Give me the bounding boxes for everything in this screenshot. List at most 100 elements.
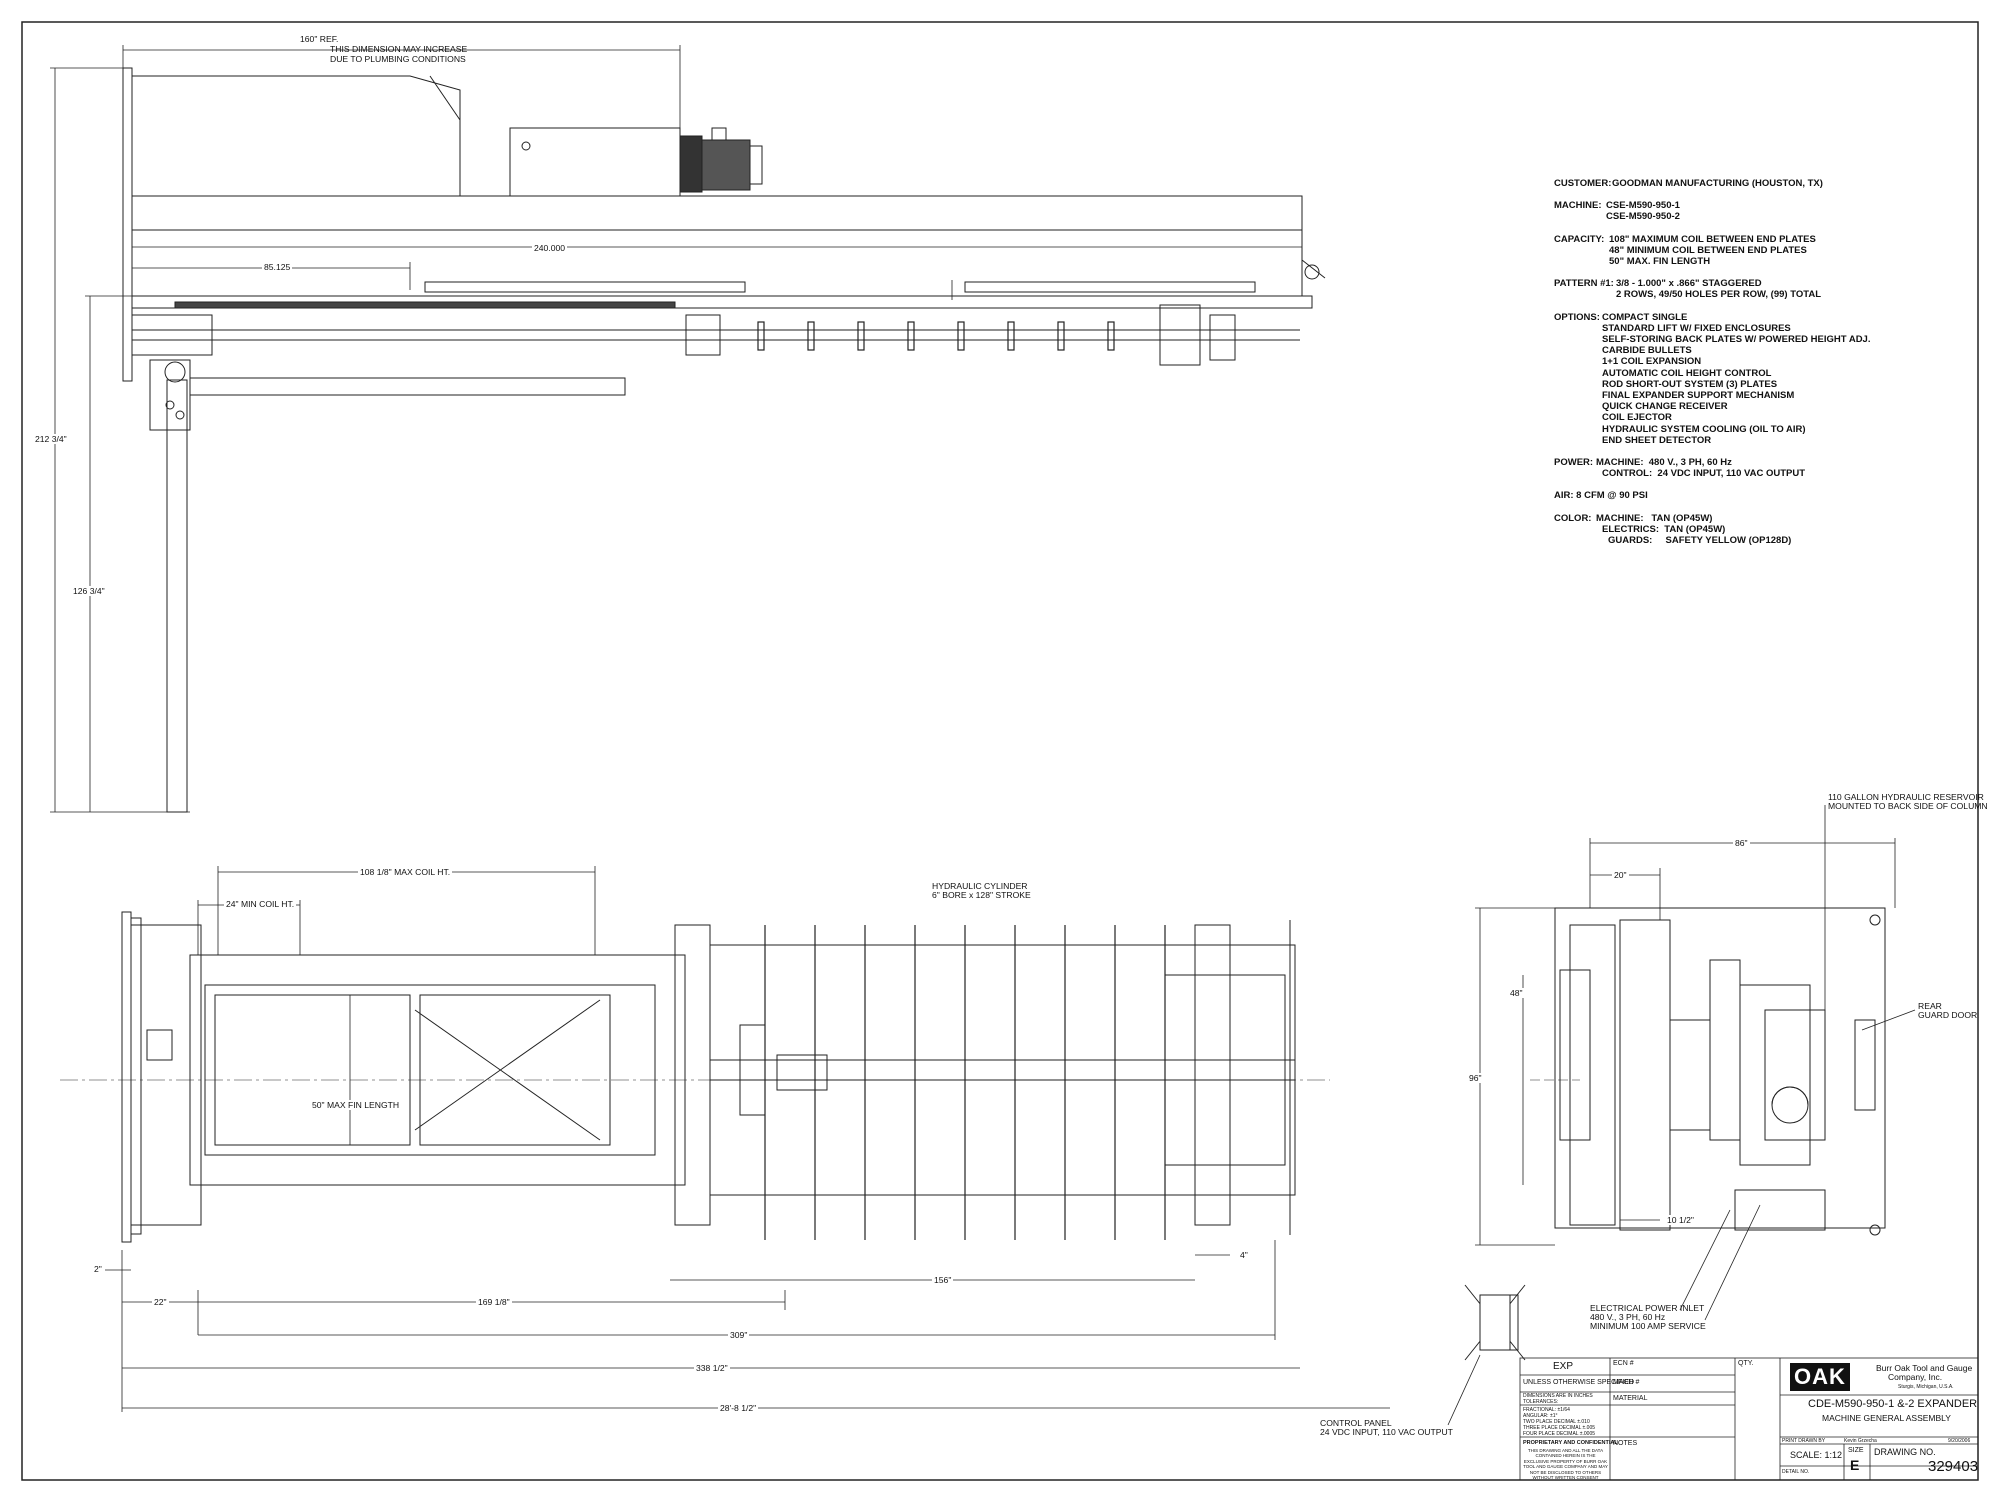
option-item: SELF-STORING BACK PLATES W/ POWERED HEIG… bbox=[1602, 334, 1871, 346]
title-block-frame bbox=[1519, 1357, 1979, 1481]
dim-fin-length: 50" MAX FIN LENGTH bbox=[310, 1100, 402, 1110]
company-name-1: Burr Oak Tool and Gauge bbox=[1876, 1363, 1973, 1373]
power-inlet-note-3: MINIMUM 100 AMP SERVICE bbox=[1590, 1321, 1706, 1331]
sheet-size: E bbox=[1850, 1457, 1860, 1473]
power-inlet-note-2: 480 V., 3 PH, 60 Hz bbox=[1590, 1312, 1666, 1322]
option-item: COIL EJECTOR bbox=[1602, 412, 1672, 424]
option-item: ROD SHORT-OUT SYSTEM (3) PLATES bbox=[1602, 378, 1778, 390]
color-value-3: GUARDS: SAFETY YELLOW (OP128D) bbox=[1608, 535, 1792, 547]
unless-specified: UNLESS OTHERWISE SPECIFIED bbox=[1523, 1379, 1635, 1386]
dim-2: 2" bbox=[92, 1264, 104, 1274]
option-item: COMPACT SINGLE bbox=[1602, 311, 1688, 323]
option-item: END SHEET DETECTOR bbox=[1602, 434, 1712, 446]
capacity-value-3: 50" MAX. FIN LENGTH bbox=[1609, 256, 1711, 268]
material-label: MATERIAL bbox=[1613, 1395, 1648, 1402]
plan-view bbox=[60, 911, 1330, 1243]
dim-28ft: 28'-8 1/2" bbox=[718, 1403, 759, 1413]
drawing-title-1: CDE-M590-950-1 &-2 EXPANDER bbox=[1808, 1398, 1978, 1410]
side-elevation-view bbox=[122, 67, 1326, 813]
dim-85: 85.125 bbox=[262, 262, 293, 272]
option-item: STANDARD LIFT W/ FIXED ENCLOSURES bbox=[1602, 322, 1791, 334]
proprietary-label: PROPRIETARY AND CONFIDENTIAL bbox=[1523, 1440, 1618, 1446]
tol-fractional: FRACTIONAL: ±1/64 bbox=[1523, 1407, 1570, 1413]
rear-door-note-1: REAR bbox=[1918, 1001, 1942, 1011]
machine-value-2: CSE-M590-950-2 bbox=[1606, 211, 1680, 223]
qty-label: QTY. bbox=[1738, 1360, 1754, 1367]
machine-value-1: CSE-M590-950-1 bbox=[1606, 200, 1680, 212]
air-spec: AIR: 8 CFM @ 90 PSI bbox=[1554, 490, 1648, 502]
drawing-date: 9/20/2006 bbox=[1948, 1438, 1971, 1444]
pattern-value-2: 2 ROWS, 49/50 HOLES PER ROW, (99) TOTAL bbox=[1616, 289, 1821, 301]
power-value-2: CONTROL: 24 VDC INPUT, 110 VAC OUTPUT bbox=[1602, 468, 1806, 480]
scale: SCALE: 1:12 bbox=[1790, 1450, 1843, 1460]
tol-three-place: THREE PLACE DECIMAL ±.005 bbox=[1523, 1425, 1596, 1431]
overall-length-dim: 160" REF. bbox=[300, 34, 339, 44]
print-drawn-label: PRINT DRAWN BY bbox=[1782, 1438, 1826, 1444]
dim-86: 86" bbox=[1733, 838, 1750, 848]
company-name-2: Company, Inc. bbox=[1888, 1372, 1943, 1382]
option-item: FINAL EXPANDER SUPPORT MECHANISM bbox=[1602, 390, 1795, 402]
plumbing-note-1: THIS DIMENSION MAY INCREASE bbox=[330, 44, 468, 54]
drawing-no-label: DRAWING NO. bbox=[1874, 1447, 1936, 1457]
reservoir-note-1: 110 GALLON HYDRAULIC RESERVOIR bbox=[1828, 792, 1984, 802]
tol-angular: ANGULAR: ±1° bbox=[1523, 1413, 1558, 1419]
detail-no-label: DETAIL NO. bbox=[1782, 1469, 1810, 1475]
proprietary-note: THIS DRAWING AND ALL THE DATA CONTAINED … bbox=[1523, 1448, 1608, 1481]
dim-48: 48" bbox=[1508, 988, 1525, 998]
drawing-title-2: MACHINE GENERAL ASSEMBLY bbox=[1822, 1413, 1951, 1423]
cylinder-note-2: 6" BORE x 128" STROKE bbox=[932, 890, 1031, 900]
cylinder-note-1: HYDRAULIC CYLINDER bbox=[932, 881, 1028, 891]
option-item: HYDRAULIC SYSTEM COOLING (OIL TO AIR) bbox=[1602, 423, 1806, 435]
dim-4: 4" bbox=[1238, 1250, 1250, 1260]
mach-label: MACH # bbox=[1613, 1379, 1640, 1386]
control-panel-note-1: CONTROL PANEL bbox=[1320, 1418, 1392, 1428]
power-inlet-note-1: ELECTRICAL POWER INLET bbox=[1590, 1303, 1705, 1313]
end-view bbox=[1464, 907, 1886, 1361]
pattern-label: PATTERN #1: bbox=[1554, 278, 1614, 290]
dim-min-coil: 24" MIN COIL HT. bbox=[224, 899, 297, 909]
option-item: 1+1 COIL EXPANSION bbox=[1602, 356, 1702, 368]
dim-96: 96" bbox=[1467, 1073, 1484, 1083]
capacity-value-2: 48" MINIMUM COIL BETWEEN END PLATES bbox=[1609, 244, 1807, 256]
rear-door-note-2: GUARD DOOR bbox=[1918, 1010, 1978, 1020]
company-logo: OAK bbox=[1790, 1363, 1850, 1391]
option-item: AUTOMATIC COIL HEIGHT CONTROL bbox=[1602, 367, 1772, 379]
dims-in-inches: DIMENSIONS ARE IN INCHES bbox=[1523, 1393, 1593, 1399]
dim-column-height: 126 3/4" bbox=[71, 586, 107, 596]
capacity-label: CAPACITY: bbox=[1554, 233, 1605, 245]
reservoir-note-2: MOUNTED TO BACK SIDE OF COLUMN bbox=[1828, 801, 1988, 811]
power-value-1: MACHINE: 480 V., 3 PH, 60 Hz bbox=[1596, 457, 1732, 469]
color-value-1: MACHINE: TAN (OP45W) bbox=[1596, 512, 1713, 524]
ecn-label: ECN # bbox=[1613, 1360, 1634, 1367]
dim-total-height: 212 3/4" bbox=[33, 434, 69, 444]
customer-label: CUSTOMER: bbox=[1554, 178, 1612, 189]
company-location: Sturgis, Michigan, U.S.A. bbox=[1898, 1384, 1954, 1390]
dim-169: 169 1/8" bbox=[476, 1297, 512, 1307]
power-label: POWER: bbox=[1554, 457, 1594, 469]
dim-22: 22" bbox=[152, 1297, 169, 1307]
tolerances-label: TOLERANCES: bbox=[1523, 1399, 1559, 1405]
dim-309: 309" bbox=[728, 1330, 750, 1340]
plumbing-note-2: DUE TO PLUMBING CONDITIONS bbox=[330, 54, 466, 64]
dim-156: 156" bbox=[932, 1275, 954, 1285]
notes-label: NOTES bbox=[1613, 1440, 1638, 1447]
drawn-by: Kevin Grzecha bbox=[1844, 1438, 1877, 1444]
dim-240: 240.000 bbox=[532, 243, 568, 253]
spec-notes: CUSTOMER:GOODMAN MANUFACTURING (HOUSTON,… bbox=[1554, 178, 1974, 557]
color-label: COLOR: bbox=[1554, 512, 1592, 524]
dim-max-coil: 108 1/8" MAX COIL HT. bbox=[358, 867, 453, 877]
option-item: CARBIDE BULLETS bbox=[1602, 345, 1692, 357]
exp-label: EXP bbox=[1553, 1361, 1574, 1372]
size-label: SIZE bbox=[1848, 1447, 1864, 1454]
capacity-value-1: 108" MAXIMUM COIL BETWEEN END PLATES bbox=[1609, 233, 1816, 245]
dim-10-half: 10 1/2" bbox=[1665, 1215, 1696, 1225]
dim-338: 338 1/2" bbox=[694, 1363, 730, 1373]
options-label: OPTIONS: bbox=[1554, 311, 1600, 323]
dim-20: 20" bbox=[1612, 870, 1629, 880]
tol-two-place: TWO PLACE DECIMAL ±.010 bbox=[1523, 1419, 1590, 1425]
option-item: QUICK CHANGE RECEIVER bbox=[1602, 401, 1728, 413]
tol-four-place: FOUR PLACE DECIMAL ±.0005 bbox=[1523, 1431, 1596, 1437]
machine-label: MACHINE: bbox=[1554, 200, 1602, 212]
control-panel-note-2: 24 VDC INPUT, 110 VAC OUTPUT bbox=[1320, 1427, 1453, 1437]
